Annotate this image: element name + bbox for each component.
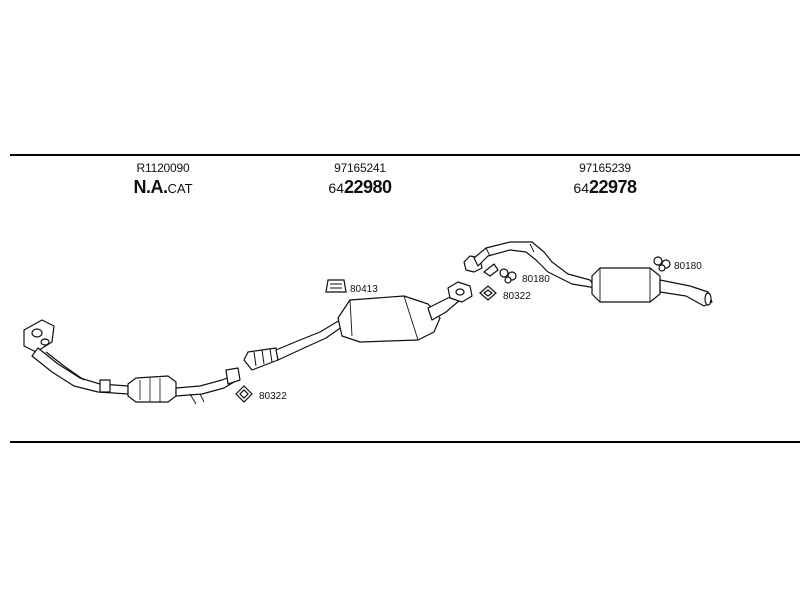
- front-section-title: N.A.CAT: [118, 177, 208, 199]
- rear-section-number-bold: 22978: [589, 177, 637, 197]
- silencer-edges: [599, 268, 651, 302]
- rear-section-number-prefix: 64: [573, 180, 589, 196]
- catalyst-outlet-flange: [225, 367, 241, 385]
- middle-gasket: [479, 285, 497, 301]
- rear-silencer: [591, 267, 661, 303]
- rear-silencer-section: [463, 241, 713, 307]
- middle-hanger-icon: [499, 268, 517, 284]
- rear-hanger-callout: 80180: [674, 261, 702, 272]
- middle-section-number-prefix: 64: [328, 180, 344, 196]
- hanger-ring: [658, 264, 666, 272]
- front-gasket-callout: 80322: [259, 391, 287, 402]
- middle-silencer-section: [243, 281, 473, 371]
- converter-heat-shield-lines: [139, 378, 161, 402]
- gasket-hole-icon: [239, 389, 249, 399]
- middle-silencer: [337, 295, 441, 343]
- middle-section-number-bold: 22980: [344, 177, 392, 197]
- hanger-ring: [653, 256, 663, 266]
- catalyst-outlet-pipe: [175, 375, 235, 397]
- bracket-tabs: [189, 393, 205, 405]
- clamp-body: [325, 279, 347, 293]
- front-pipe-with-catalyst: [23, 319, 241, 405]
- middle-section-code: 97165241: [334, 161, 386, 175]
- pipe-bend-lines: [485, 243, 535, 257]
- flex-joint: [99, 379, 111, 393]
- front-section-code: R1120090: [136, 161, 190, 175]
- flange-hole: [40, 338, 50, 346]
- middle-inlet-pipe: [275, 319, 347, 361]
- rear-section-header: 97165239 6422978: [555, 161, 655, 199]
- flange-hole: [455, 288, 465, 296]
- middle-section-number: 6422980: [310, 177, 410, 199]
- gasket-hole-icon: [483, 289, 493, 297]
- front-gasket: [235, 385, 253, 403]
- catalytic-converter: [127, 375, 177, 403]
- tailpipe: [659, 279, 713, 307]
- inlet-coupling: [243, 347, 279, 371]
- rear-section-number: 6422978: [555, 177, 655, 199]
- hanger-ring: [499, 268, 509, 278]
- hanger-ring: [504, 276, 512, 284]
- front-section-title-bold: N.A.: [133, 177, 168, 197]
- bottom-divider: [10, 441, 800, 443]
- flange-hole: [31, 328, 43, 338]
- front-section-header: R1120090 N.A.CAT: [118, 161, 208, 199]
- coupling-ribs: [253, 348, 273, 367]
- downpipe-seam: [45, 351, 85, 381]
- front-section-title-suffix: CAT: [167, 181, 193, 196]
- rear-section-code: 97165239: [579, 161, 631, 175]
- clamp-lines: [330, 283, 342, 289]
- middle-hanger-callout: 80180: [522, 274, 550, 285]
- rear-hanger-icon: [653, 256, 671, 272]
- middle-section-header: 97165241 6422980: [310, 161, 410, 199]
- tailpipe-outlet: [704, 292, 712, 306]
- rear-inlet-bracket: [483, 263, 499, 277]
- clamp-icon: [325, 279, 347, 293]
- top-divider: [10, 154, 800, 156]
- silencer-edges: [349, 295, 419, 341]
- middle-gasket-callout: 80322: [503, 291, 531, 302]
- downpipe: [31, 347, 129, 395]
- clamp-callout: 80413: [350, 284, 378, 295]
